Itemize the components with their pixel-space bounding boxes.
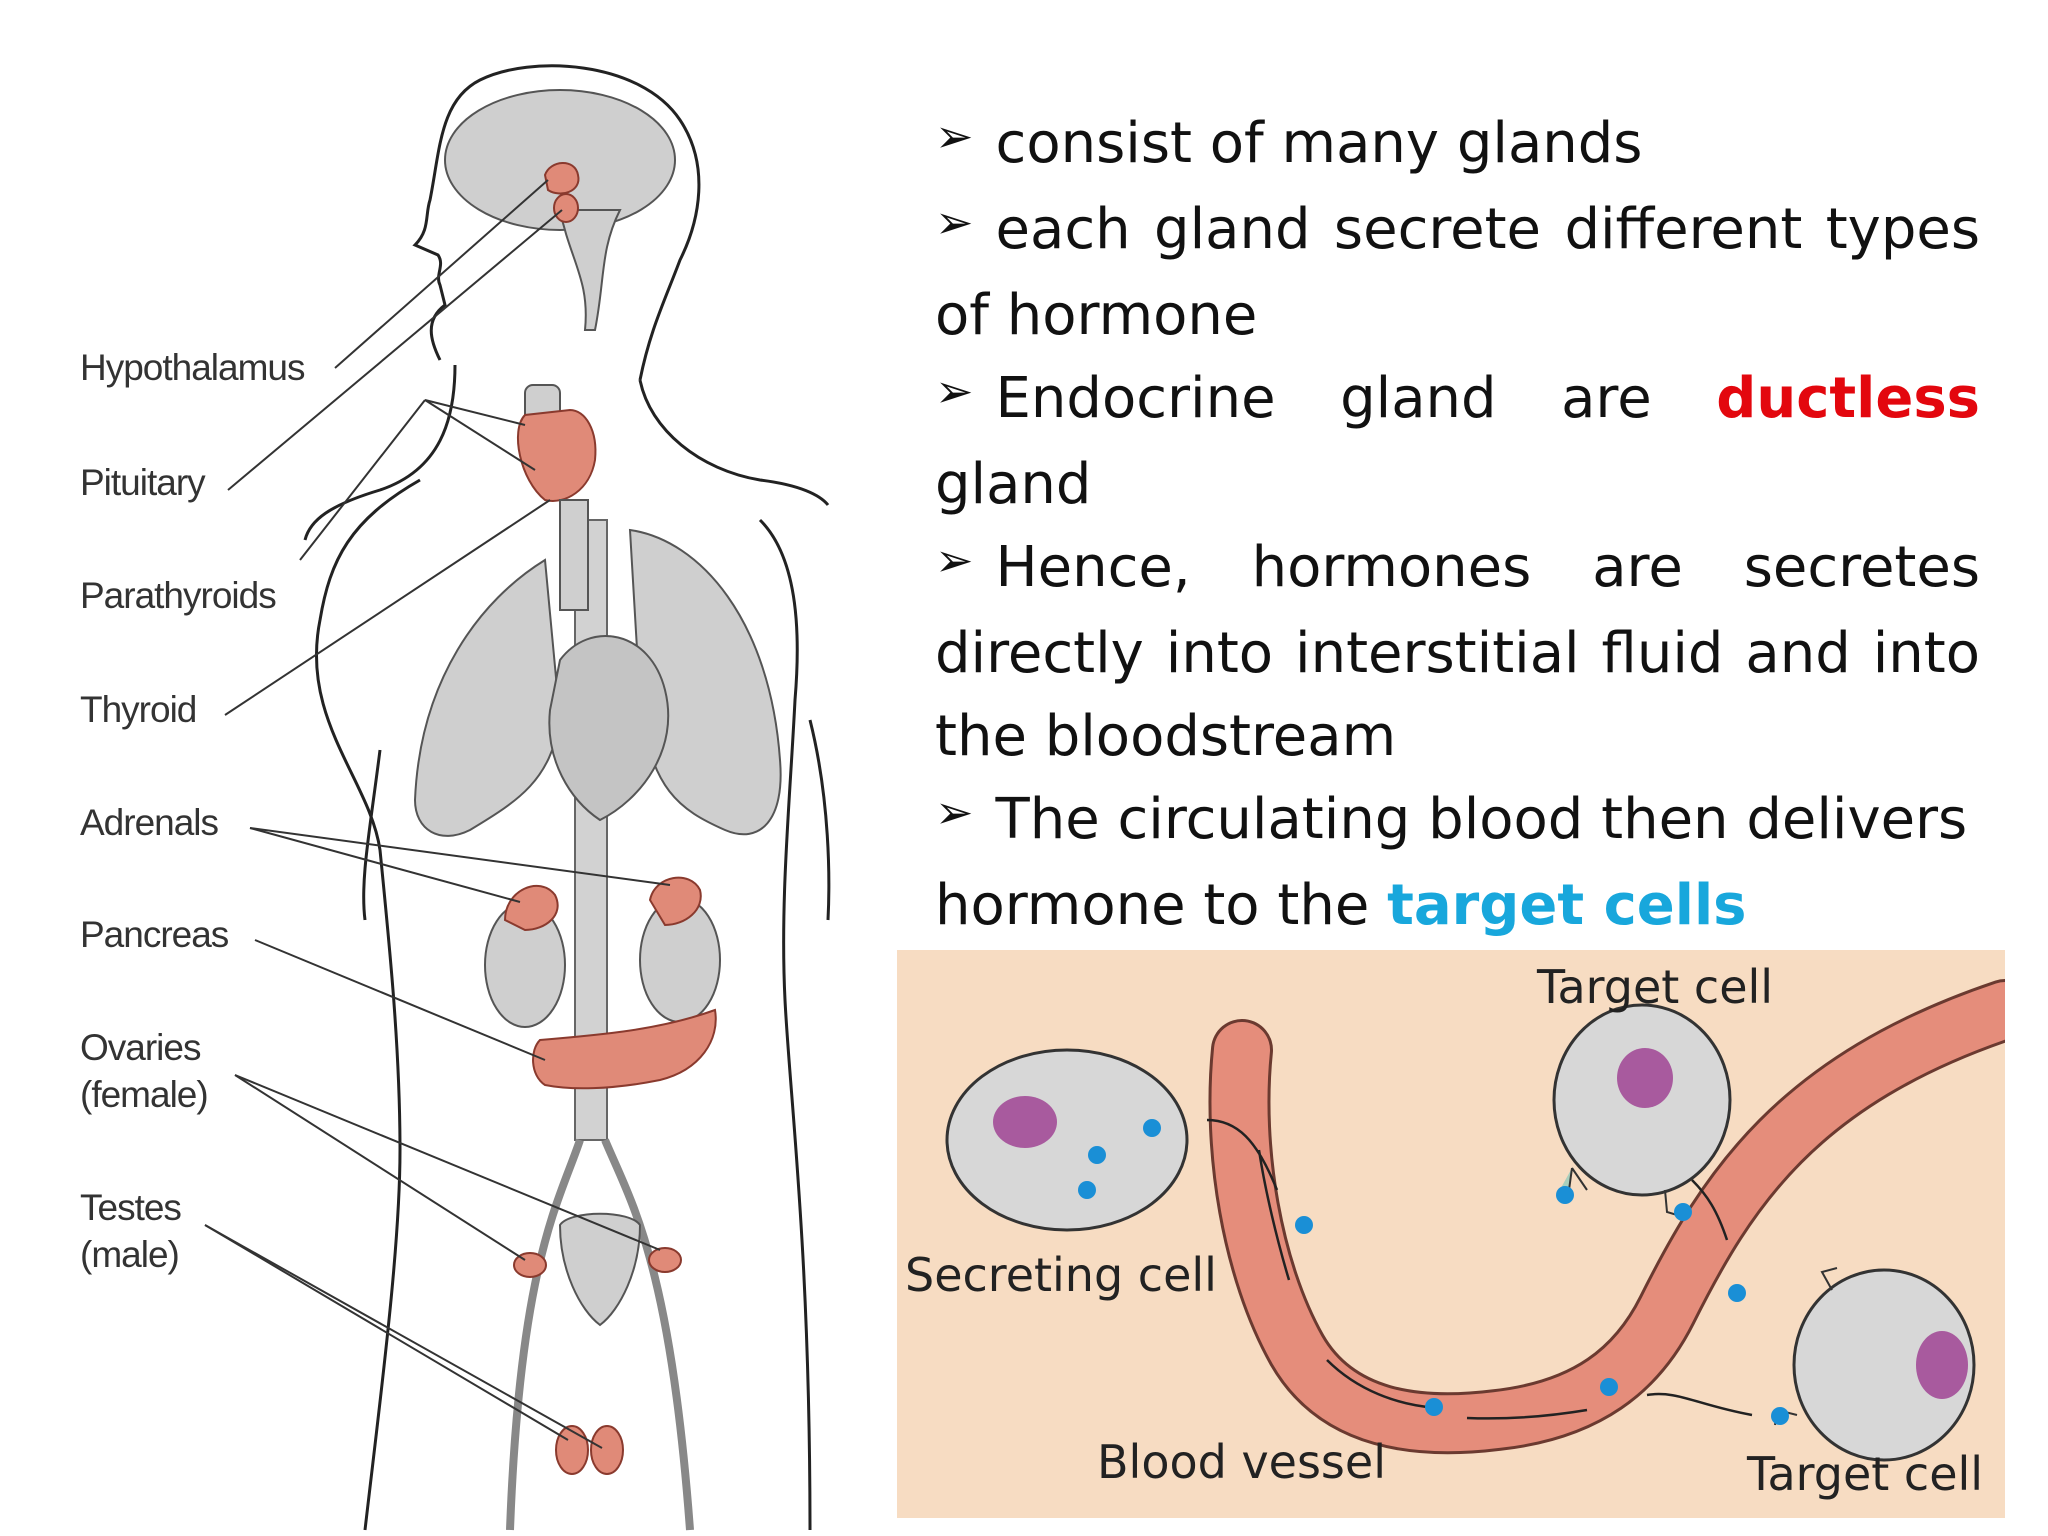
arm-left — [362, 749, 382, 921]
label-target-cell-top: Target cell — [1537, 960, 1774, 1014]
secreting-cell-nucleus — [993, 1096, 1057, 1148]
trachea — [559, 499, 589, 611]
entry-arrow — [1206, 1118, 1279, 1191]
leader-adrenals-1 — [249, 827, 521, 903]
label-blood-vessel: Blood vessel — [1097, 1435, 1386, 1489]
leader-pituitary — [227, 209, 563, 491]
bullet-2-text: each gland secrete different types of ho… — [935, 197, 1980, 348]
bullet-4-text: Hence, hormones are secretes directly in… — [935, 535, 1980, 769]
label-ovaries-female: (female) — [80, 1074, 209, 1115]
hormone-dot — [1088, 1146, 1106, 1164]
arrow-bullet-icon: ➢ — [935, 364, 974, 418]
hormone-dot — [1295, 1216, 1313, 1234]
flow-arrow-2 — [1326, 1359, 1438, 1410]
leader-parathyroids-1 — [299, 399, 426, 561]
brain — [444, 89, 676, 231]
bullet-3: ➢ Endocrine gland are ductless gland — [935, 357, 1980, 526]
label-secreting-cell: Secreting cell — [905, 1248, 1217, 1302]
bullet-1-text: consist of many glands — [995, 111, 1643, 176]
heart — [548, 635, 670, 822]
leader-thyroid — [224, 499, 551, 716]
leader-ovaries-2 — [234, 1074, 661, 1251]
bullet-2: ➢each gland secrete different types of h… — [935, 188, 1980, 357]
endocrine-system-illustration — [204, 64, 831, 1531]
label-testes: Testes — [80, 1187, 182, 1228]
bullet-3-text: Endocrine gland are — [995, 366, 1717, 431]
arm-right — [808, 719, 831, 921]
leader-testes-1 — [204, 1224, 569, 1441]
lung-right — [628, 528, 782, 836]
thyroid-organ — [517, 408, 597, 502]
bullet-4: ➢Hence, hormones are secretes directly i… — [935, 526, 1980, 778]
head-outline — [412, 64, 701, 381]
hormone-dot — [1600, 1378, 1618, 1396]
ovary-right — [648, 1247, 682, 1273]
testis-left — [555, 1425, 589, 1475]
testis-right — [590, 1425, 624, 1475]
ductless-highlight: ductless — [1716, 366, 1980, 431]
hormone-dot — [1728, 1284, 1746, 1302]
hormone-dot — [1143, 1119, 1161, 1137]
leader-parathyroids-3 — [424, 399, 536, 471]
label-pituitary: Pituitary — [80, 462, 206, 503]
hormone-dot — [1078, 1181, 1096, 1199]
bullet-5: ➢The circulating blood then delivers hor… — [935, 778, 1980, 947]
receptor-bottom-top — [1820, 1267, 1838, 1291]
label-adrenals: Adrenals — [80, 802, 219, 843]
hormone-dot — [1771, 1407, 1789, 1425]
arrow-bullet-icon: ➢ — [935, 533, 974, 587]
adrenal-left — [503, 884, 559, 932]
leader-adrenals-2 — [249, 827, 671, 886]
flow-arrow-3 — [1466, 1408, 1588, 1420]
label-parathyroids: Parathyroids — [80, 575, 277, 616]
arrow-bullet-icon: ➢ — [935, 195, 974, 249]
label-hypothalamus: Hypothalamus — [80, 347, 306, 388]
arrow-bullet-icon: ➢ — [935, 109, 974, 163]
label-ovaries: Ovaries — [80, 1027, 201, 1068]
uterus — [558, 1212, 642, 1327]
exit-arrow-right — [1646, 1392, 1753, 1417]
bullet-3-text-end: gland — [935, 452, 1092, 517]
label-thyroid: Thyroid — [80, 689, 197, 730]
flow-arrow-1 — [1257, 1149, 1291, 1281]
leader-pancreas — [254, 939, 546, 1061]
body-outline-left — [303, 364, 457, 1531]
target-cell-bottom — [1792, 1268, 1976, 1462]
target-cell-top-nucleus — [1617, 1048, 1673, 1108]
leader-testes-2 — [204, 1224, 603, 1449]
body-outline-right — [638, 379, 830, 1531]
leader-ovaries-1 — [234, 1074, 526, 1261]
bullet-5-text: The circulating blood then delivers horm… — [935, 787, 1968, 938]
hypothalamus-organ — [543, 162, 580, 195]
hormone-dot — [1425, 1398, 1443, 1416]
label-testes-male: (male) — [80, 1234, 180, 1275]
bullet-1: ➢ consist of many glands — [935, 102, 1980, 188]
bullet-list: ➢consist of many glands ➢each gland secr… — [935, 102, 1980, 947]
label-pancreas: Pancreas — [80, 914, 229, 955]
brain-stem — [558, 209, 622, 331]
hormone-dot — [1556, 1186, 1574, 1204]
pituitary-organ — [553, 193, 579, 223]
hormone-dot — [1674, 1203, 1692, 1221]
lung-left — [413, 558, 562, 837]
leader-parathyroids-2 — [424, 399, 526, 426]
secreting-cell — [945, 1048, 1189, 1232]
label-target-cell-bottom: Target cell — [1747, 1447, 1984, 1501]
arrow-bullet-icon: ➢ — [935, 785, 974, 839]
pancreas-organ — [532, 1008, 717, 1090]
exit-arrow-up — [1691, 1179, 1729, 1241]
hormone-transport-diagram: Target cell Secreting cell Blood vessel … — [897, 950, 2005, 1518]
leader-hypothalamus — [334, 179, 549, 369]
target-cell-bottom-nucleus — [1916, 1331, 1968, 1399]
target-cells-highlight: target cells — [1387, 873, 1747, 938]
